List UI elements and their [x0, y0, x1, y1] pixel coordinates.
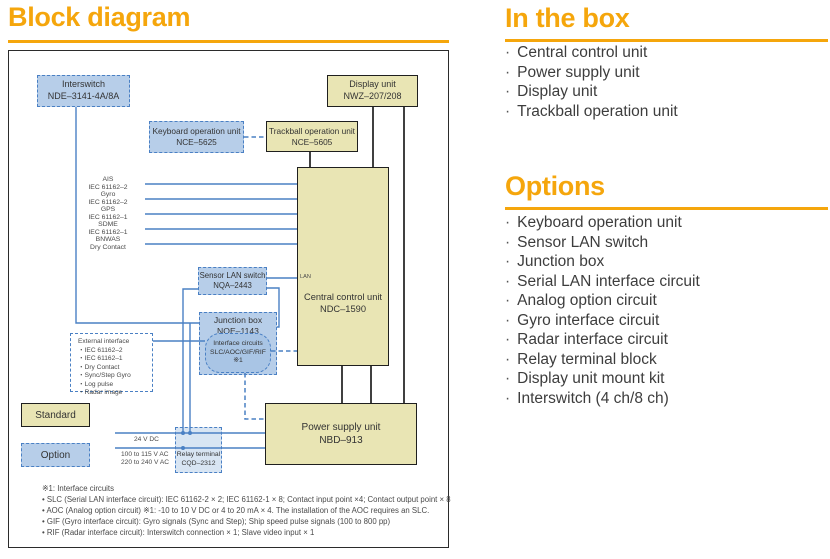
block-model: NQE–1143 [217, 326, 259, 337]
signal-name: GPS [100, 206, 116, 213]
block-interswitch: Interswitch NDE–3141-4A/8A [37, 75, 130, 107]
ac-power-label-1: 100 to 115 V AC [121, 451, 169, 458]
footnote-mark: ※1 [233, 357, 243, 365]
in-the-box-list: Central control unit Power supply unit D… [505, 43, 678, 121]
footnote-item: • AOC (Analog option circuit) ※1: -10 to… [42, 505, 430, 515]
external-interface-item: ・IEC 61162–1 [78, 355, 123, 363]
in-the-box-item: Display unit [505, 82, 678, 102]
footnotes: ※1: Interface circuits • SLC (Serial LAN… [42, 484, 451, 539]
lan-port-label: LAN [300, 274, 311, 280]
options-item: Junction box [505, 252, 700, 272]
footnote-title: ※1: Interface circuits [42, 484, 114, 493]
options-item: Radar interface circuit [505, 330, 700, 350]
signal-name: BNWAS [95, 236, 121, 243]
signal-label-gyro: Gyro IEC 61162–2 [72, 191, 144, 207]
block-keyboard-unit: Keyboard operation unit NCE–5625 [149, 121, 244, 153]
ac-power-label-2: 220 to 240 V AC [121, 459, 170, 466]
block-model: NCE–5605 [291, 136, 333, 147]
block-label: Power supply unit [301, 422, 381, 433]
external-interface-item: ・IEC 61162–2 [78, 346, 123, 354]
block-model: NQA–2443 [213, 281, 252, 290]
in-the-box-item: Power supply unit [505, 63, 678, 83]
block-label: Interface circuits [213, 339, 263, 347]
signal-label-ais: AIS IEC 61162–2 [72, 176, 144, 192]
options-item: Relay terminal block [505, 350, 700, 370]
block-model: NDC–1590 [320, 303, 366, 314]
footnote-item: • GIF (Gyro interface circuit): Gyro sig… [42, 516, 391, 526]
external-interface-item: ・Dry Contact [78, 363, 120, 371]
legend-option-label: Option [40, 449, 71, 461]
block-label: Display unit [349, 79, 396, 90]
options-item: Interswitch (4 ch/8 ch) [505, 389, 700, 409]
in-the-box-title: In the box [505, 3, 630, 33]
signal-name: Gyro [100, 191, 116, 198]
block-label: Central control unit [303, 291, 383, 302]
in-the-box-item: Trackball operation unit [505, 102, 678, 122]
legend-standard: Standard [21, 403, 90, 427]
block-label: SLC/AOC/GIF/RIF [210, 348, 266, 356]
external-interface-item: ・Radar image [78, 389, 123, 397]
external-interface-item: ・Log pulse [78, 380, 114, 388]
page-title: Block diagram [8, 2, 191, 32]
options-title: Options [505, 171, 605, 201]
block-label: Relay terminal [176, 451, 221, 459]
signal-label-bnwas: BNWAS Dry Contact [72, 236, 144, 252]
block-display-unit: Display unit NWZ–207/208 [327, 75, 418, 107]
signal-name: SDME [98, 221, 118, 228]
footnote-item: • RIF (Radar interface circuit): Intersw… [42, 527, 315, 537]
block-model: CQD–2312 [181, 460, 216, 468]
block-model: NDE–3141-4A/8A [47, 91, 120, 101]
options-item: Keyboard operation unit [505, 213, 700, 233]
block-relay-terminal: Relay terminal CQD–2312 [175, 427, 222, 473]
in-the-box-item: Central control unit [505, 43, 678, 63]
block-model: NCE–5625 [176, 137, 217, 147]
options-item: Display unit mount kit [505, 369, 700, 389]
block-label: Trackball operation unit [269, 125, 355, 136]
dc-power-label: 24 V DC [134, 436, 159, 443]
signal-label-gps: GPS IEC 61162–1 [72, 206, 144, 222]
signal-label-sdme: SDME IEC 61162–1 [72, 221, 144, 237]
block-model: NBD–913 [319, 435, 363, 446]
block-model: NWZ–207/208 [343, 91, 402, 101]
options-item: Serial LAN interface circuit [505, 272, 700, 292]
block-label: Interswitch [61, 79, 105, 90]
options-item: Gyro interface circuit [505, 311, 700, 331]
options-item: Sensor LAN switch [505, 233, 700, 253]
options-list: Keyboard operation unit Sensor LAN switc… [505, 213, 700, 408]
block-label: Junction box [213, 315, 263, 325]
footnote-item: • SLC (Serial LAN interface circuit): IE… [42, 494, 451, 504]
block-central-unit: Central control unit NDC–1590 [297, 167, 389, 366]
block-label: Keyboard operation unit [152, 126, 241, 137]
title-underline [8, 40, 449, 43]
block-sensor-lan-switch: Sensor LAN switch NQA–2443 [198, 267, 267, 295]
in-the-box-underline [505, 39, 828, 42]
external-interface-title: External interface [78, 338, 130, 345]
signal-standard: Dry Contact [90, 244, 126, 252]
block-interface-circuits: Interface circuits SLC/AOC/GIF/RIF ※1 [205, 333, 271, 373]
block-external-interface: External interface ・IEC 61162–2 ・IEC 611… [70, 333, 153, 396]
options-underline [505, 207, 828, 210]
block-trackball-unit: Trackball operation unit NCE–5605 [266, 121, 358, 152]
options-item: Analog option circuit [505, 291, 700, 311]
block-label: Sensor LAN switch [199, 270, 266, 280]
block-power-supply-unit: Power supply unit NBD–913 [265, 403, 417, 465]
signal-name: AIS [102, 176, 114, 183]
external-interface-item: ・Sync/Step Gyro [78, 372, 131, 380]
legend-standard-label: Standard [35, 409, 76, 421]
legend-option: Option [21, 443, 90, 467]
